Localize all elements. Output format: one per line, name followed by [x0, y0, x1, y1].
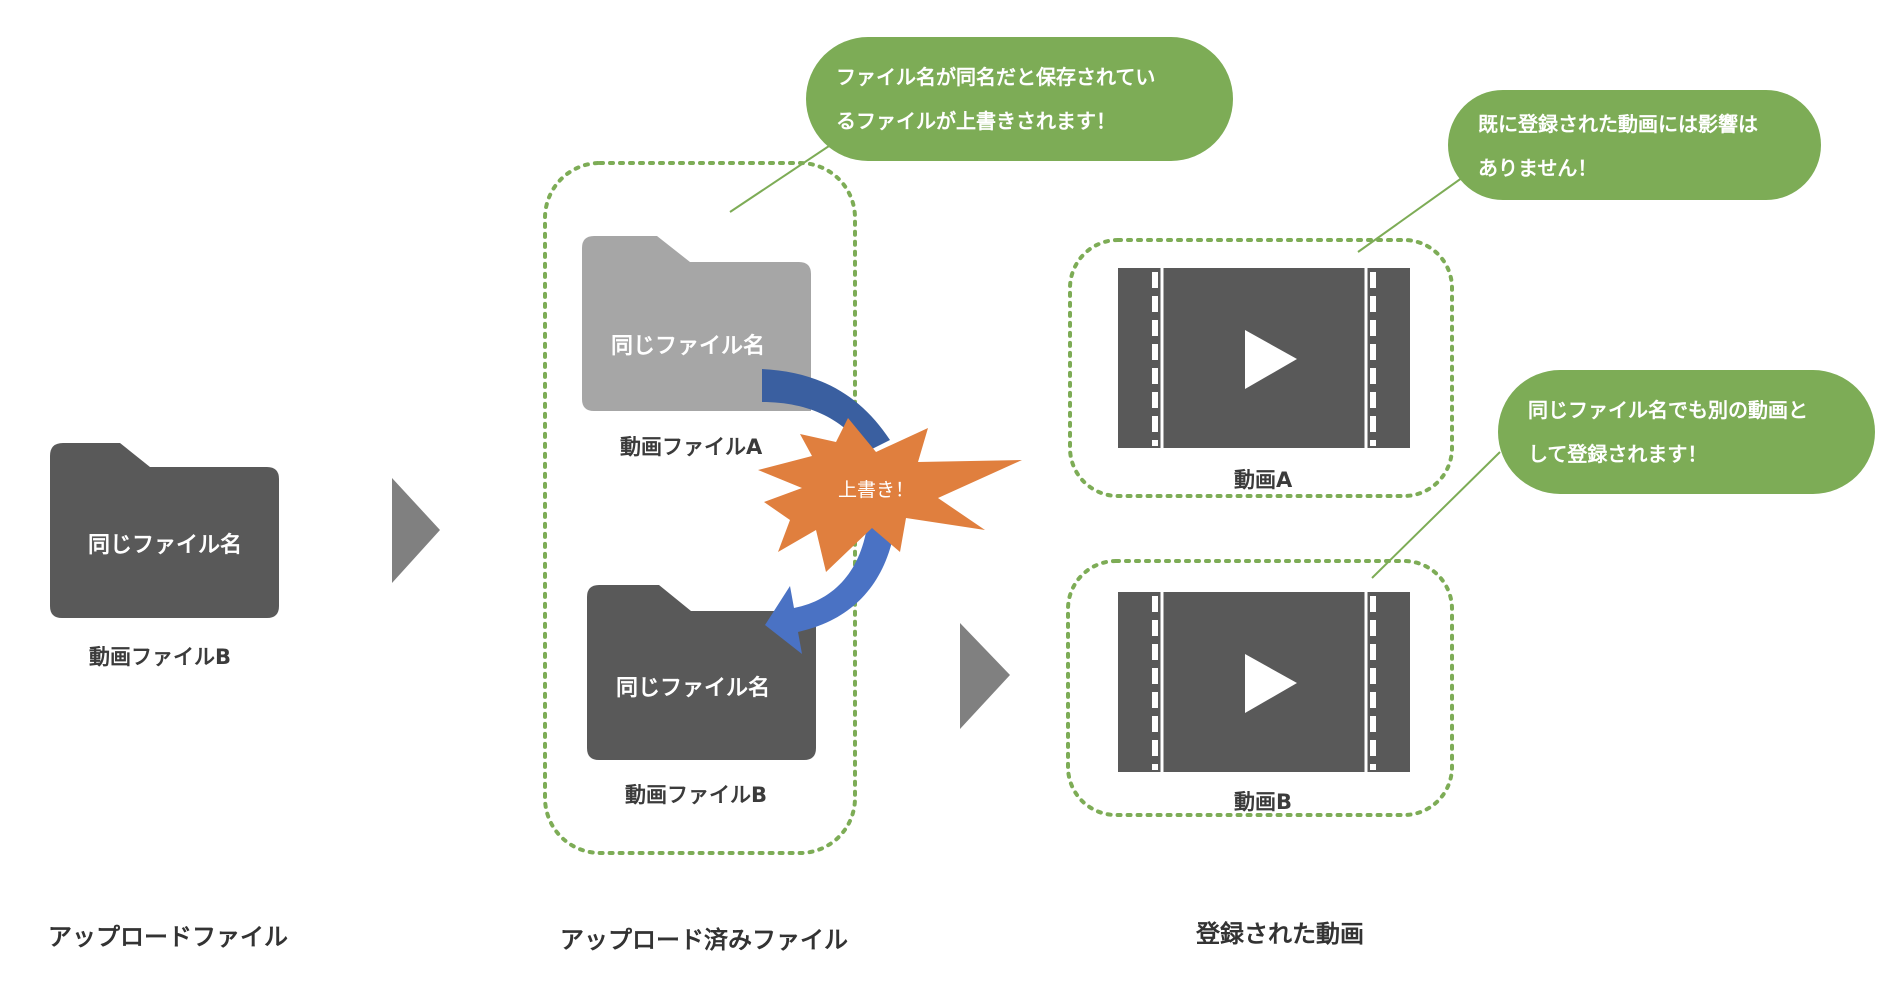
folder-b-caption: 動画ファイルB [625, 783, 768, 807]
upload-section-title: アップロードファイル [48, 923, 288, 951]
folder-b-label: 同じファイル名 [616, 676, 771, 701]
uploaded-group-box [543, 161, 857, 855]
video-b-callout-line1: 同じファイル名でも別の動画と [1528, 398, 1808, 422]
folder-a-caption: 動画ファイルA [620, 435, 763, 459]
folder-icon [50, 443, 279, 618]
video-b-group-box [1066, 559, 1454, 817]
video-a-caption: 動画A [1234, 468, 1293, 492]
video-a-callout-line1: 既に登録された動画には影響は [1478, 112, 1758, 136]
folder-a-label: 同じファイル名 [611, 334, 766, 359]
explosion-burst-icon [758, 418, 1022, 572]
video-b-callout-line2: して登録されます！ [1528, 442, 1708, 466]
video-film-icon [1118, 592, 1410, 772]
uploaded-section-title: アップロード済みファイル [560, 926, 848, 954]
overwrite-callout: ファイル名が同名だと保存されてい るファイルが上書きされます！ [806, 37, 1233, 161]
registered-section-title: 登録された動画 [1196, 920, 1364, 948]
folder-icon [582, 236, 811, 411]
callout-line-video-b [1371, 451, 1501, 579]
video-b-caption: 動画B [1234, 790, 1293, 814]
video-a-callout: 既に登録された動画には影響は ありません！ [1448, 90, 1821, 200]
overwrite-callout-line1: ファイル名が同名だと保存されてい [836, 65, 1156, 89]
folder-icon [587, 585, 816, 760]
curved-arrow-bottom [765, 520, 895, 654]
upload-file-caption: 動画ファイルB [89, 645, 232, 669]
callout-line-overwrite [729, 139, 839, 213]
upload-folder-label: 同じファイル名 [88, 533, 243, 558]
triangle-arrow-icon [392, 478, 440, 583]
overwrite-label: 上書き！ [838, 479, 915, 501]
triangle-arrow-icon [960, 623, 1010, 729]
video-a-group-box [1068, 238, 1454, 498]
video-a-callout-line2: ありません！ [1478, 156, 1598, 180]
overwrite-callout-line2: るファイルが上書きされます！ [836, 109, 1116, 133]
video-b-callout: 同じファイル名でも別の動画と して登録されます！ [1498, 370, 1875, 494]
video-film-icon [1118, 268, 1410, 448]
